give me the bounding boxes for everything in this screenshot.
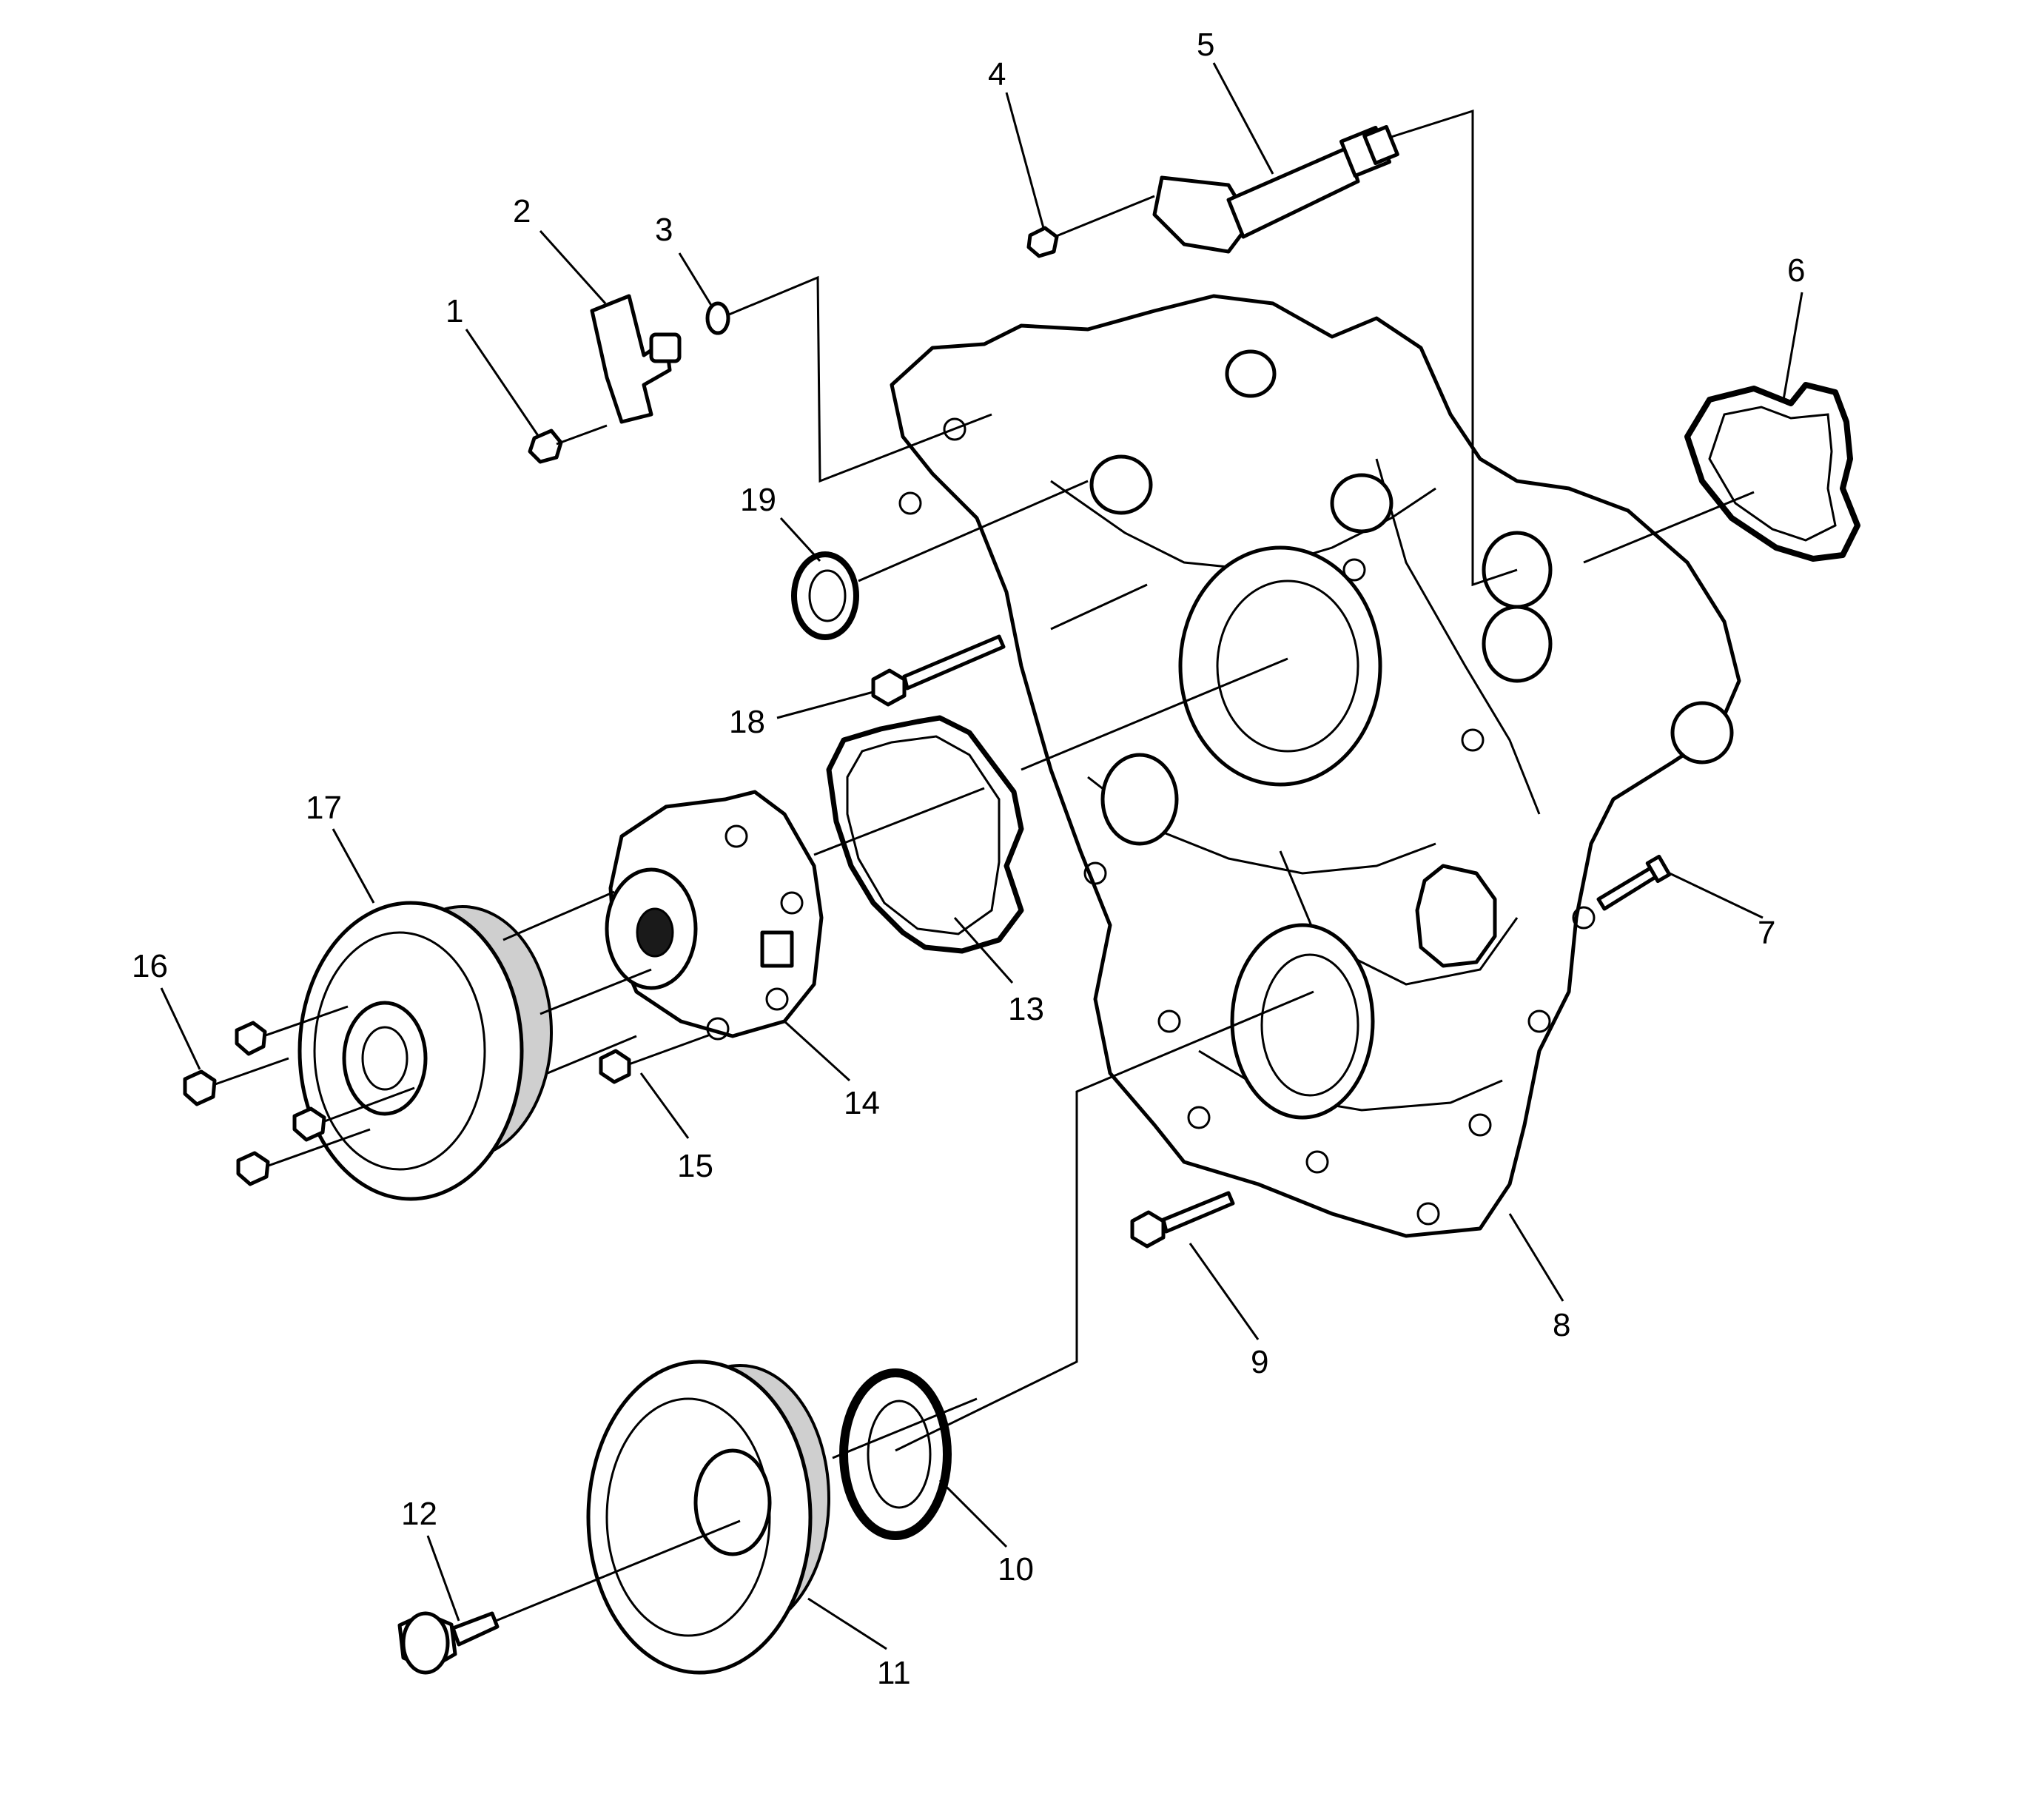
assembly-lines [495,109,1755,1622]
callout-5: 5 [1197,27,1214,63]
callout-18: 18 [729,704,765,740]
water-pump-gasket [826,715,1024,954]
sensor-bolt [528,424,608,464]
callout-1: 1 [446,293,463,329]
callout-9: 9 [1251,1344,1268,1380]
callout-10: 10 [998,1551,1034,1587]
crankshaft-front-seal [839,1368,952,1540]
water-pump-pulley [297,901,553,1201]
callout-17: 17 [306,790,342,826]
sensor-gasket [1684,382,1860,562]
solenoid-valve [1152,124,1399,254]
pulley-bolts [183,1005,415,1186]
callout-2: 2 [513,193,531,229]
o-ring [705,301,730,335]
camshaft-seal [791,551,859,640]
cover-bolt [1130,1191,1235,1249]
callout-13: 13 [1008,991,1044,1027]
callout-4: 4 [988,56,1006,93]
callout-labels: 1 2 3 4 5 6 7 8 9 10 11 12 13 14 15 16 1… [132,27,1805,1691]
callout-6: 6 [1787,252,1805,289]
callout-11: 11 [877,1655,911,1691]
callout-leaders [160,62,1803,1650]
crankshaft-bolt [397,1611,500,1675]
side-bolt [1596,854,1672,911]
callout-15: 15 [677,1148,713,1184]
camshaft-position-sensor [590,294,682,424]
solenoid-bolt [1026,195,1155,258]
callout-3: 3 [655,212,673,248]
front-cover [890,294,1741,1238]
callout-14: 14 [844,1085,880,1121]
water-pump-bolt [599,1033,711,1084]
callout-7: 7 [1758,915,1775,951]
water-pump [605,790,824,1041]
callout-16: 16 [132,948,168,984]
crankshaft-balancer [586,1360,830,1675]
callout-12: 12 [401,1496,437,1532]
stud-bolt [871,634,1006,707]
callout-8: 8 [1553,1307,1570,1343]
callout-19: 19 [740,482,776,518]
